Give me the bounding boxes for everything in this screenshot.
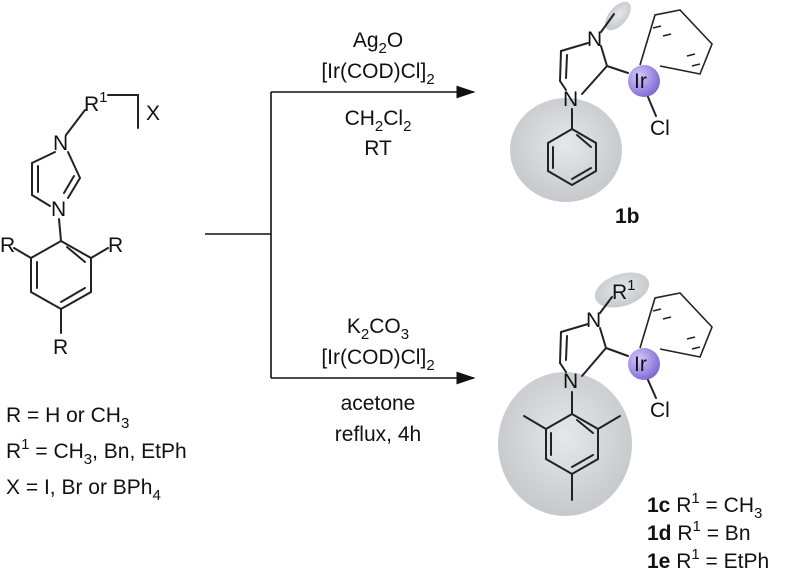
definition-r1: R1 = CH3, Bn, EtPh [6,436,187,468]
r1-shading [594,272,650,308]
solvent-acetone: acetone [341,392,416,415]
iridium-center-product [628,348,660,380]
iridium-center-1b [628,65,660,97]
ir-product: Ir [634,353,647,376]
reagent-ir-bottom: [Ir(COD)Cl]2 [321,346,434,374]
bottom-conditions: K2CO3 [Ir(COD)Cl]2 acetone reflux, 4h [321,315,434,446]
ir-1b: Ir [634,70,647,93]
counterion-x: X [146,102,160,125]
condition-reflux: reflux, 4h [335,423,421,446]
solvent-dcm: CH2Cl2 [345,107,412,135]
salt-bracket [107,94,139,129]
definition-x: X = I, Br or BPh4 [6,476,161,504]
temperature-rt: RT [364,137,392,160]
label-1b: 1b [615,205,640,228]
reagent-ir-top: [Ir(COD)Cl]2 [321,60,434,88]
cod-ligand-1b [639,9,713,75]
phenyl-shading [510,98,622,202]
substituent-definitions: R = H or CH3 R1 = CH3, Bn, EtPh X = I, B… [6,404,187,504]
cl-product: Cl [650,399,670,422]
n3-1b: N [587,28,602,51]
r-para: R [53,336,68,359]
product-1b: N N Ir Cl 1b [510,1,713,228]
cl-1b: Cl [650,117,670,140]
imidazole-n1: N [51,198,66,221]
r-ortho-right: R [108,234,123,257]
r1-substituent: R1 [84,89,108,116]
n1-product: N [563,370,578,393]
label-1d: 1d R1 = Bn [647,518,751,545]
product-1c-1e: R1 N N Ir Cl [498,272,713,516]
starting-imidazolium-salt: X R1 N N R R R [0,89,160,359]
methyl-shading [605,1,631,31]
r1-product: R1 [612,277,636,304]
aryl-ring [30,239,92,311]
reagent-k2co3: K2CO3 [347,315,409,343]
reaction-arrows [205,85,476,385]
n3-product: N [586,309,601,332]
mesityl-shading [498,372,632,516]
n-r1-bond [65,109,86,136]
imidazole-n3: N [53,132,68,155]
definition-r: R = H or CH3 [6,404,129,432]
label-1c: 1c R1 = CH3 [647,490,762,522]
label-1e: 1e R1 = EtPh [647,546,769,573]
r-ortho-left: R [0,234,15,257]
product-labels: 1c R1 = CH3 1d R1 = Bn 1e R1 = EtPh [647,490,769,573]
n1-1b: N [563,88,578,111]
cod-ligand-product [639,292,713,358]
top-conditions: Ag2O [Ir(COD)Cl]2 CH2Cl2 RT [321,29,434,160]
reagent-ag2o: Ag2O [353,29,403,57]
